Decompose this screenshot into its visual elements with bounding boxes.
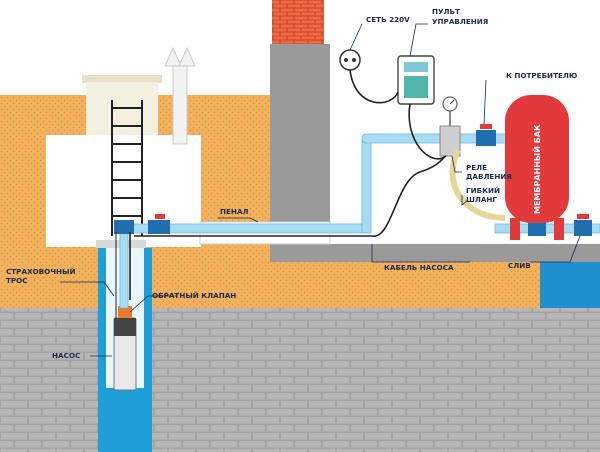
vent-arrow-left [164, 46, 182, 67]
fitting-drain [574, 220, 592, 236]
label-flexible-hose-2: ШЛАНГ [466, 195, 497, 204]
label-casing-sleeve: ПЕНАЛ [220, 207, 249, 216]
label-to-consumer: К ПОТРЕБИТЕЛЮ [506, 71, 578, 80]
brick-underground [0, 308, 600, 452]
ladder [111, 100, 143, 236]
caisson-cap [82, 75, 162, 83]
label-pump: НАСОС [52, 351, 80, 360]
house-floor [270, 244, 600, 262]
power-socket-icon [339, 49, 361, 71]
valve-handle-consumer [480, 124, 492, 129]
fitting-well-head [114, 220, 134, 234]
label-drain: СЛИВ [508, 261, 531, 270]
vent-pipe [172, 61, 188, 145]
well-water [106, 388, 144, 452]
valve-handle-left [155, 214, 165, 219]
pump-head [114, 318, 136, 336]
label-control-panel-2: УПРАВЛЕНИЯ [432, 17, 488, 26]
fitting-valve-left [148, 220, 170, 234]
label-flexible-hose-1: ГИБКИЙ [466, 186, 500, 195]
check-valve [118, 306, 132, 318]
label-check-valve: ОБРАТНЫЙ КЛАПАН [152, 291, 236, 300]
label-membrane-tank: МЕМБРАННЫЙ БАК [531, 124, 542, 214]
label-pump-cable: КАБЕЛЬ НАСОСА [384, 263, 454, 272]
label-safety-cable-2: ТРОС [6, 276, 28, 285]
electric-cables [129, 69, 447, 300]
drain-pit-water [540, 262, 600, 308]
chimney [272, 0, 324, 44]
membrane-tank [505, 95, 569, 240]
valve-handle-drain [577, 214, 589, 219]
label-pressure-relay-2: ДАВЛЕНИЯ [466, 172, 512, 181]
label-mains: СЕТЬ 220V [366, 15, 410, 24]
label-pressure-relay-1: РЕЛЕ [466, 163, 487, 172]
label-safety-cable-1: СТРАХОВОЧНЫЙ [6, 267, 76, 276]
vent-arrow-right [178, 46, 196, 67]
fitting-tank-out [528, 220, 546, 236]
fitting-consumer [476, 130, 496, 146]
label-control-panel-1: ПУЛЬТ [432, 7, 460, 16]
caisson-body [86, 82, 158, 138]
